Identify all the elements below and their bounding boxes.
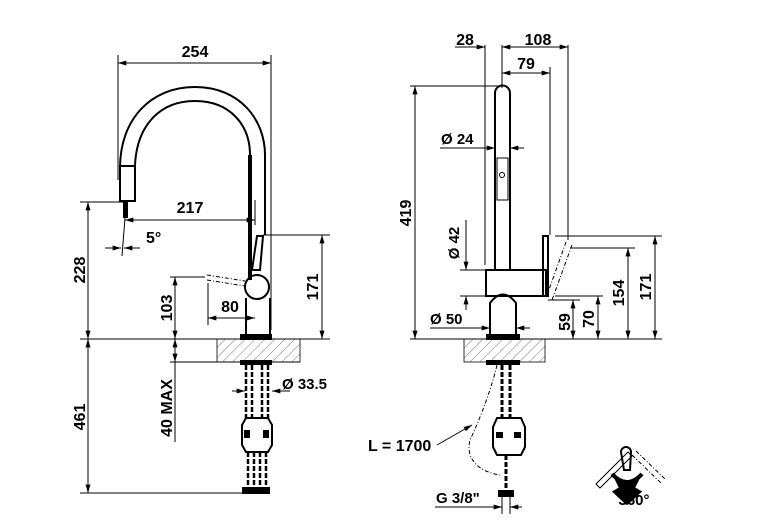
dim-217-label: 217 <box>177 200 204 217</box>
nut <box>486 360 520 365</box>
spout-diameter-label: Ø 24 <box>441 131 474 148</box>
body-column <box>245 298 271 335</box>
countertop-section <box>463 338 546 363</box>
dim-79-label: 79 <box>517 56 535 73</box>
hose-fittings <box>242 487 270 494</box>
countertop-section <box>216 338 301 363</box>
connector-mark <box>496 432 503 438</box>
lever-handle <box>542 235 549 297</box>
nozzle <box>123 201 128 218</box>
mixer-body <box>244 274 270 300</box>
base-ring <box>486 334 520 340</box>
front-view: 28 108 79 419 Ø 24 Ø 42 Ø 50 59 70 154 1… <box>368 32 667 514</box>
body-diameter-label: Ø 42 <box>446 227 463 260</box>
spout-hose-shade <box>248 155 252 280</box>
dim-108-label: 108 <box>525 32 552 49</box>
base-diameter-label: Ø 50 <box>430 311 463 328</box>
dim-103-label: 103 <box>159 295 176 322</box>
spray-head <box>119 165 136 202</box>
dim-154-label: 154 <box>611 280 628 307</box>
shank-diameter-label: Ø 33.5 <box>282 376 327 393</box>
spout-inner <box>134 99 251 280</box>
thread-label: G 3/8" <box>436 490 480 507</box>
side-view: 254 217 5° 228 171 103 80 40 MAX 461 Ø 3… <box>72 44 330 494</box>
nut <box>240 360 272 365</box>
dim-254-label: 254 <box>182 44 209 61</box>
dim-40-max-label: 40 MAX <box>159 379 176 437</box>
spray-angle-line <box>121 217 126 257</box>
connector-mark <box>263 430 269 438</box>
hose-connector <box>241 417 273 453</box>
spray-button <box>499 172 505 178</box>
lever-open-position <box>206 274 246 287</box>
hose-length-label: L = 1700 <box>368 438 431 455</box>
connector-mark <box>514 432 521 438</box>
spray-buttons <box>496 157 509 201</box>
hose-connector <box>492 417 526 456</box>
dim-28-label: 28 <box>456 32 474 49</box>
mixer-body <box>485 269 547 297</box>
hose-length-leader <box>436 424 473 446</box>
dim-80-label: 80 <box>221 299 239 316</box>
dim-228-label: 228 <box>72 257 89 284</box>
lever-handle <box>250 235 265 271</box>
flexible-hoses <box>244 365 270 420</box>
spray-angle-label: 5° <box>146 230 161 247</box>
dim-70-label: 70 <box>581 310 598 328</box>
flexible-hoses <box>500 365 512 420</box>
body-column <box>489 293 517 335</box>
lever-open-position <box>545 241 573 301</box>
dim-171-side-label: 171 <box>305 274 322 301</box>
dim-171-front-label: 171 <box>638 274 655 301</box>
dim-59-label: 59 <box>557 313 574 331</box>
connector-mark <box>244 430 250 438</box>
hose-fitting <box>498 490 514 497</box>
base-ring <box>240 334 272 340</box>
dim-461-label: 461 <box>72 404 89 431</box>
rotation-360-icon <box>595 446 667 506</box>
dim-419-label: 419 <box>398 200 415 227</box>
flexible-hoses-lower <box>246 452 268 488</box>
spout-outer <box>119 85 266 235</box>
rotation-label: 360° <box>618 492 649 509</box>
